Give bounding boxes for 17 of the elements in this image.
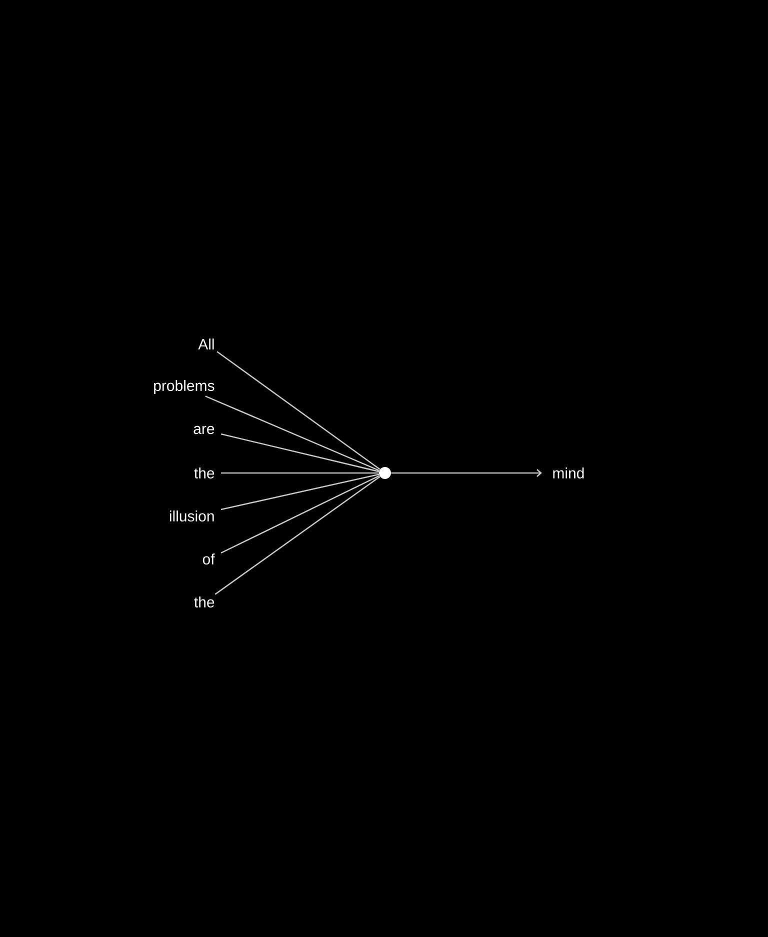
word-label: illusion: [170, 510, 214, 522]
junction-dot: [379, 467, 391, 479]
arrow: [391, 469, 542, 477]
connector-line: [205, 396, 380, 472]
word-label: mind: [553, 467, 584, 478]
connector-line: [216, 351, 380, 470]
connector-line: [220, 433, 380, 472]
word-label: are: [194, 426, 214, 434]
word-label: problems: [154, 380, 214, 394]
connector-line: [220, 475, 380, 554]
word-label: the: [194, 596, 214, 608]
connector-line: [220, 474, 380, 510]
word-label: All: [198, 338, 214, 350]
word-label: the: [194, 467, 214, 478]
connector-line: [214, 476, 380, 595]
word-label: of: [202, 554, 215, 564]
connector-line: [221, 472, 379, 474]
